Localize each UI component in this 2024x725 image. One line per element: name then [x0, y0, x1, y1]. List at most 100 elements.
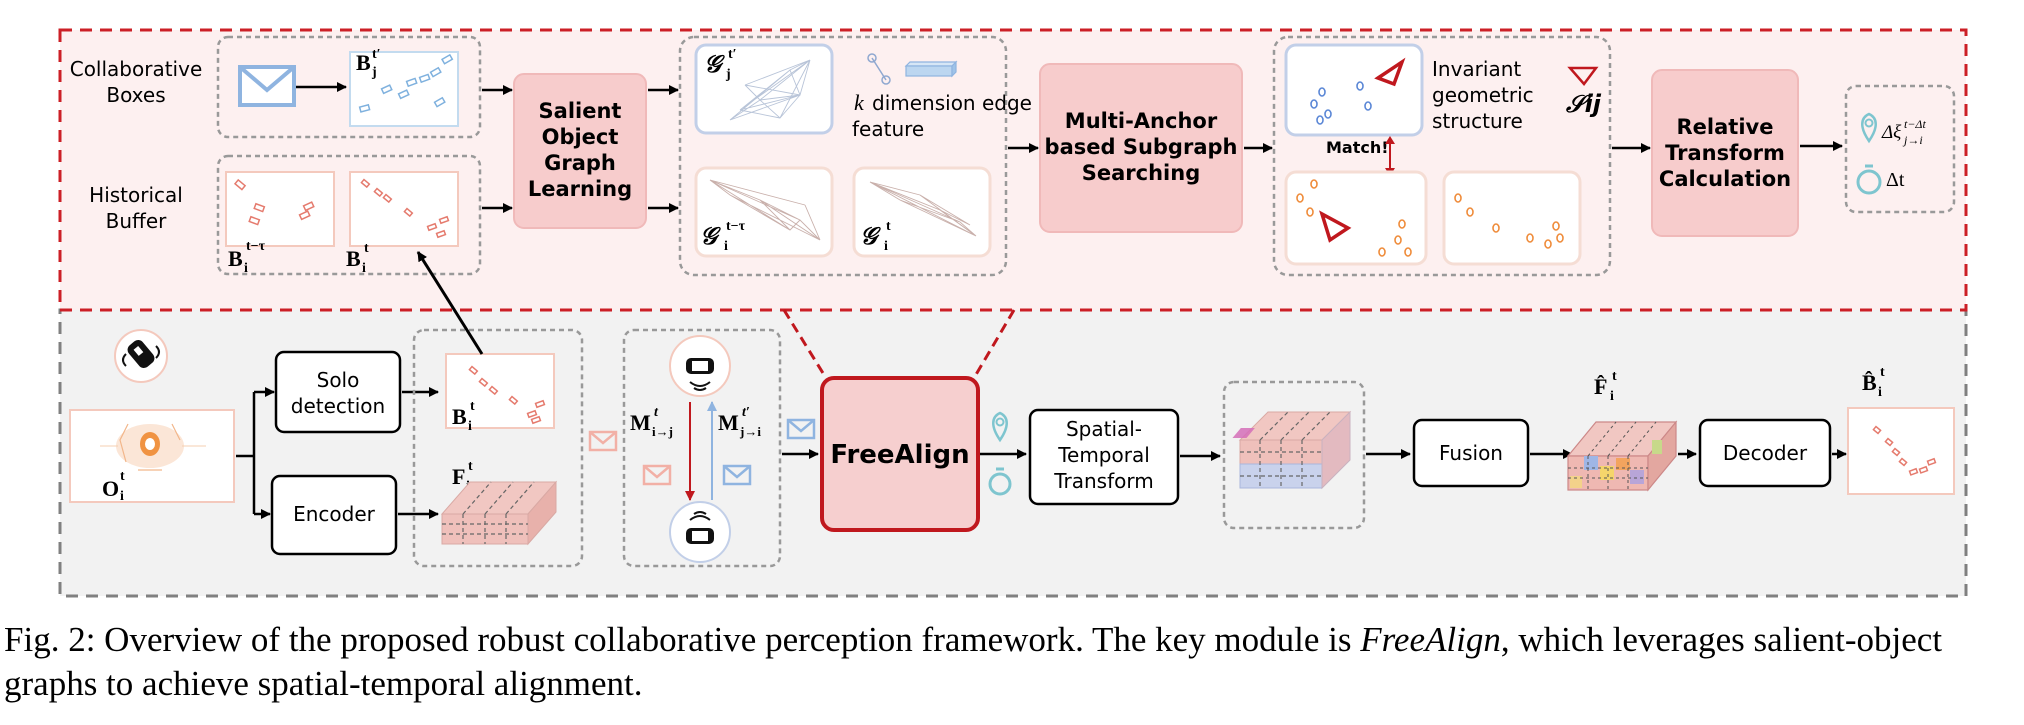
svg-text:Learning: Learning — [528, 177, 632, 201]
caption-emphasis: FreeAlign — [1360, 620, 1501, 659]
solo-detection-box — [274, 350, 402, 434]
encoder-box — [270, 474, 398, 556]
svg-text:t: t — [886, 219, 891, 234]
svg-text:Searching: Searching — [1082, 161, 1200, 185]
freealign-box — [820, 376, 980, 532]
message-exchange-box — [622, 328, 782, 568]
graph-group-box — [678, 35, 1008, 277]
output-detection-marks — [1872, 425, 1937, 476]
svg-text:t: t — [364, 241, 369, 256]
spatial-temporal-transform-box — [1028, 408, 1180, 506]
decoder-label: Decoder — [1723, 441, 1808, 465]
svg-text:Collaborative: Collaborative — [70, 57, 203, 81]
svg-text:j→i: j→i — [1902, 133, 1923, 147]
svg-text:i: i — [724, 239, 728, 254]
svg-text:Salient: Salient — [539, 99, 622, 123]
bi-marks — [468, 365, 546, 425]
svg-text:t′: t′ — [742, 405, 750, 420]
svg-text:Temporal: Temporal — [1057, 443, 1150, 467]
decoder-box — [1698, 418, 1832, 488]
mas-label: Multi-Anchor based Subgraph Searching — [1045, 109, 1238, 185]
svg-text:F̂: F̂ — [1594, 374, 1607, 399]
graph-gi-old-edges — [709, 179, 821, 241]
zoom-line-left — [782, 309, 828, 379]
location-pin-bottom-icon — [992, 411, 1008, 443]
svg-text:i: i — [362, 261, 366, 276]
location-pin-icon — [1861, 112, 1877, 144]
svg-text:i: i — [1610, 389, 1614, 404]
svg-text:Invariant: Invariant — [1432, 57, 1521, 81]
svg-text:feature: feature — [852, 117, 924, 141]
match-i2-nodes — [1454, 193, 1564, 249]
s-ij-triangle-icon — [1567, 66, 1599, 86]
edge-feature-bar-icon — [904, 60, 958, 78]
feature-map-fi — [440, 480, 558, 546]
buffer-current-image — [349, 171, 459, 247]
edge-node-icon — [867, 53, 891, 85]
bi-label-bottom: B i t — [452, 399, 475, 434]
envelope-blue-1-icon — [722, 464, 752, 486]
timer-icon — [1856, 164, 1882, 195]
envelope-blue-2-icon — [786, 418, 816, 440]
svg-text:B: B — [452, 404, 467, 429]
svg-text:t′: t′ — [372, 47, 381, 62]
multi-anchor-subgraph-box — [1039, 63, 1243, 233]
caption-suffix: , which leverages salient-object graphs … — [4, 620, 1943, 703]
anchor-triangle-j-icon — [1374, 57, 1406, 87]
svg-text:i: i — [1878, 385, 1882, 400]
svg-text:t−τ: t−τ — [726, 219, 746, 234]
salient-object-graph-learning-box — [513, 73, 647, 229]
match-label: Match! — [1326, 138, 1389, 157]
delta-t-label: Δt — [1886, 169, 1905, 191]
arrow-bi-to-buffer — [416, 251, 484, 355]
match-group-box — [1272, 35, 1612, 277]
graph-gj-image — [694, 43, 834, 135]
svg-text:t: t — [468, 459, 473, 474]
svg-text:t−Δt: t−Δt — [1904, 117, 1926, 131]
svg-text:j: j — [725, 67, 731, 82]
svg-text:t: t — [1880, 365, 1885, 380]
svg-text:Δξ: Δξ — [1881, 122, 1902, 143]
split-line — [236, 392, 256, 514]
oi-label: O i t — [102, 469, 125, 504]
svg-text:𝒢: 𝒢 — [700, 222, 721, 250]
fused-feature-map — [1232, 420, 1678, 492]
match-j-image — [1284, 43, 1424, 137]
svg-text:Spatial-: Spatial- — [1066, 417, 1142, 441]
vehicle-j-icon — [669, 335, 731, 397]
edge-feature-label: k dimension edge feature — [852, 90, 1032, 141]
graph-gj-edges — [729, 59, 811, 121]
graph-gj-label: 𝒢 j t′ — [704, 47, 737, 82]
fusion-label: Fusion — [1439, 441, 1503, 465]
historical-group-box — [216, 154, 482, 276]
svg-text:Relative: Relative — [1677, 115, 1774, 139]
sog-label: Salient Object Graph Learning — [528, 99, 632, 201]
svg-text:M: M — [718, 410, 739, 435]
svg-text:t−τ: t−τ — [246, 239, 266, 254]
fhat-label: F̂ i t — [1594, 369, 1617, 404]
svg-text:structure: structure — [1432, 109, 1523, 133]
svg-text:𝒢: 𝒢 — [860, 222, 881, 250]
graph-gi-label: 𝒢 i t — [860, 219, 891, 254]
envelope-pink-1-icon — [588, 430, 618, 452]
svg-text:dimension edge: dimension edge — [872, 91, 1032, 115]
svg-text:Transform: Transform — [1665, 141, 1785, 165]
graph-gi-edges — [869, 181, 977, 237]
svg-text:B: B — [228, 246, 243, 271]
svg-text:i: i — [468, 419, 472, 434]
timer-bottom-icon — [988, 467, 1012, 496]
buffer-old-marks — [233, 178, 315, 226]
svg-text:Calculation: Calculation — [1659, 167, 1791, 191]
freealign-label: FreeAlign — [830, 440, 969, 470]
svg-text:F: F — [452, 464, 465, 489]
stt-label: Spatial- Temporal Transform — [1053, 417, 1153, 493]
historical-buffer-label: Historical Buffer — [89, 183, 183, 233]
s-ij-label: 𝒮ij — [1565, 90, 1602, 118]
relative-transform-box — [1651, 69, 1799, 237]
svg-text:B̂: B̂ — [1862, 370, 1877, 395]
envelope-icon — [238, 65, 296, 107]
delta-xi-label: Δξ t−Δt j→i — [1881, 117, 1926, 147]
solo-detection-label: Solo detection — [291, 368, 385, 418]
svg-text:B: B — [346, 246, 361, 271]
graph-gi-old-label: 𝒢 i t−τ — [700, 219, 746, 254]
